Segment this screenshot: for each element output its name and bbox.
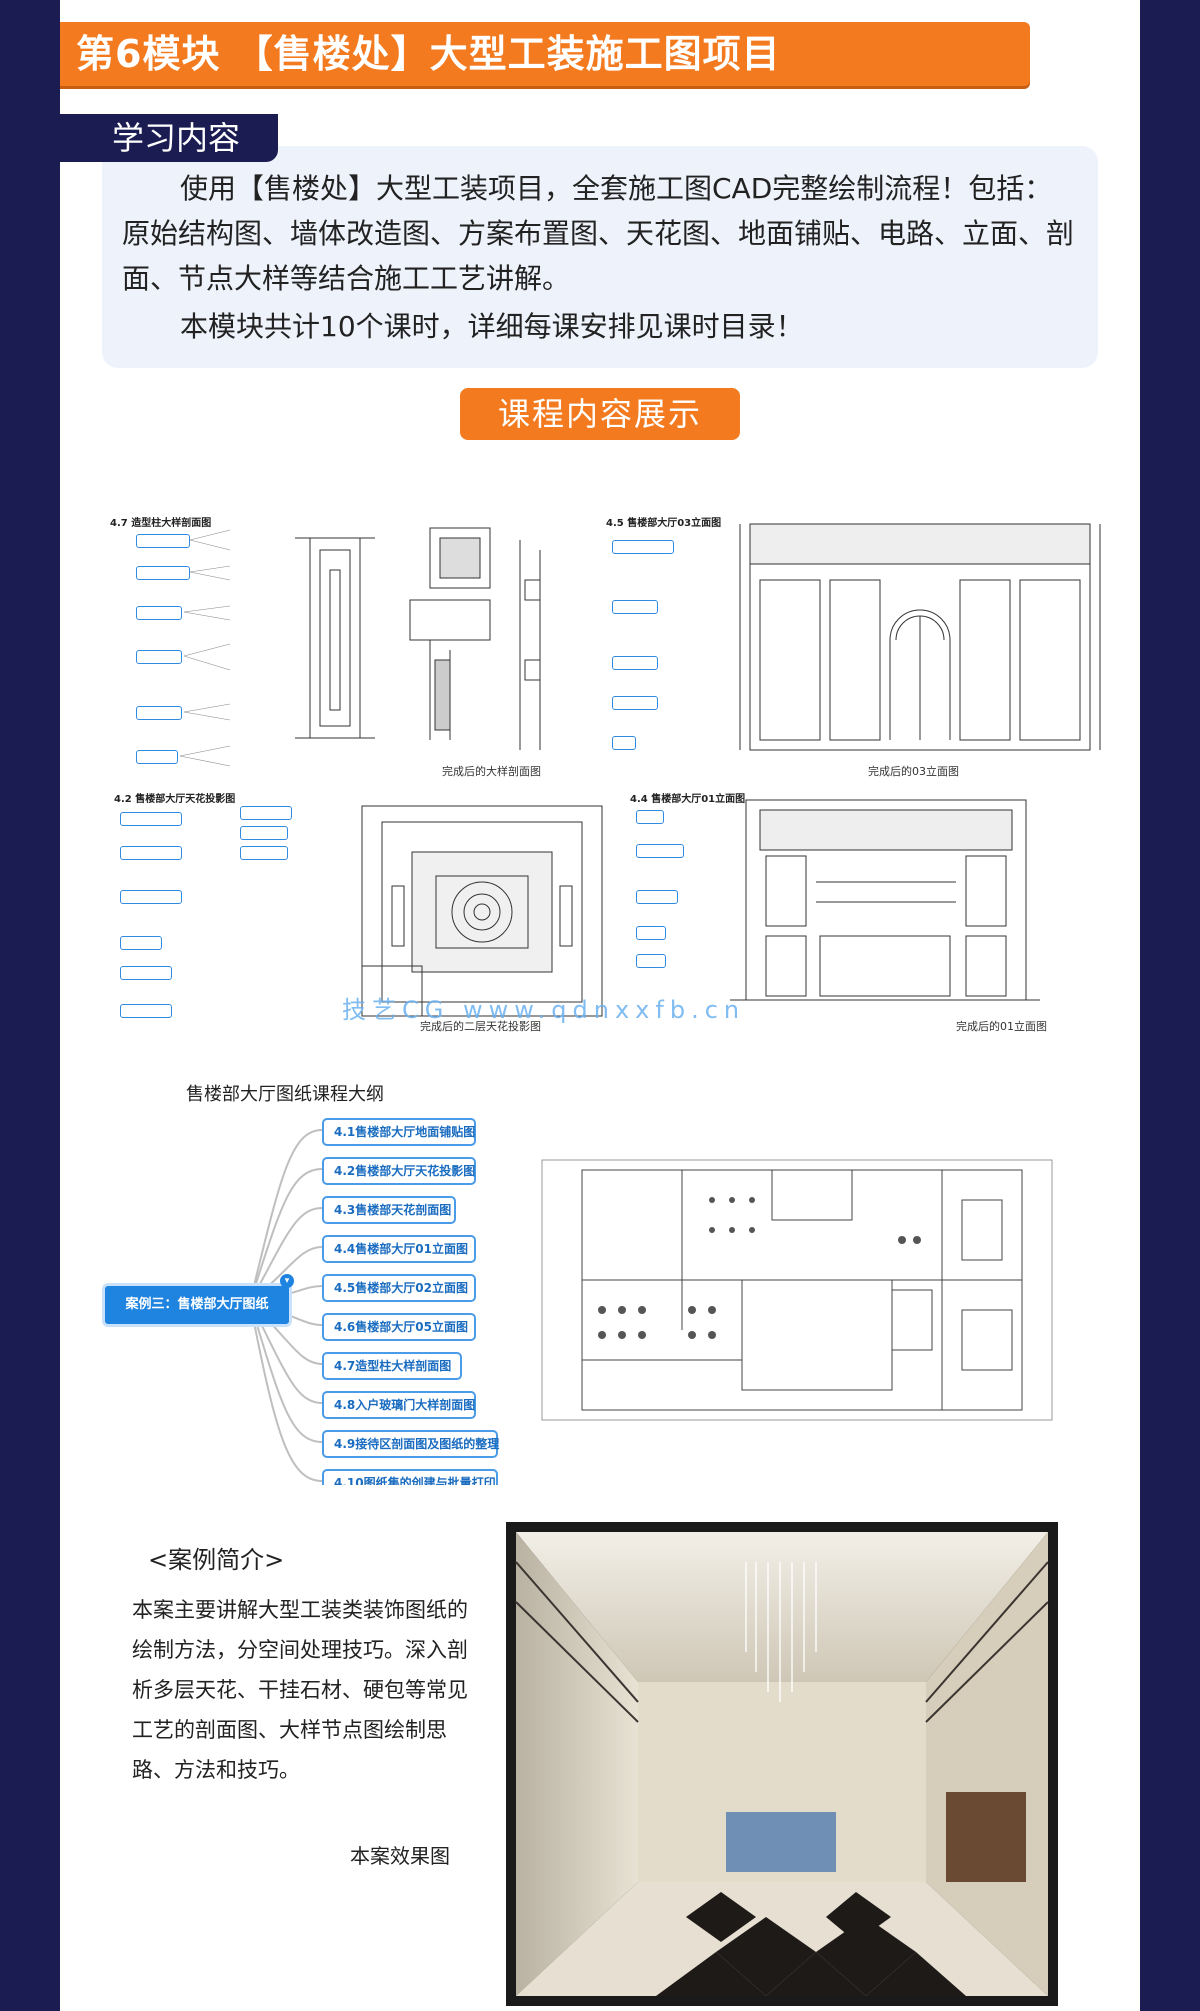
floor-plan-drawing — [541, 1159, 1053, 1421]
drawing-heading: 4.5 售楼部大厅03立面图 — [606, 518, 722, 529]
learning-label: 学习内容 — [112, 119, 241, 157]
showcase-label: 课程内容展示 — [497, 395, 702, 433]
outline-item: 4.4售楼部大厅01立面图 — [322, 1235, 476, 1263]
cad-drawing-ceiling-plan: 4.2 售楼部大厅天花投影图 完成后的二层天花投影图 — [100, 786, 610, 1036]
mindmap-node — [612, 696, 658, 710]
drawing-caption: 完成后的03立面图 — [868, 765, 959, 778]
outline-item: 4.2售楼部大厅天花投影图 — [322, 1157, 476, 1185]
mindmap-node — [636, 926, 666, 940]
cad-drawing-01-elevation: 4.4 售楼部大厅01立面图 完成后的01立面图 — [620, 786, 1120, 1036]
mindmap-node — [612, 656, 658, 670]
mindmap-node — [136, 606, 182, 620]
drawing-caption: 完成后的二层天花投影图 — [420, 1020, 541, 1033]
cad-drawing-03-elevation: 4.5 售楼部大厅03立面图 完成后的03立面图 — [600, 510, 1120, 780]
outline-item: 4.6售楼部大厅05立面图 — [322, 1313, 476, 1341]
case-title: <案例简介> — [148, 1546, 285, 1574]
mindmap-node — [612, 600, 658, 614]
watermark-text: 技艺CG www.qdnxxfb.cn — [342, 996, 746, 1024]
outline-item: 4.9接待区剖面图及图纸的整理 — [322, 1430, 499, 1458]
outline-item: 4.8入户玻璃门大样剖面图 — [322, 1391, 476, 1419]
collapse-icon: ▾ — [280, 1274, 294, 1288]
outline-item: 4.1售楼部大厅地面铺贴图 — [322, 1118, 476, 1146]
elevation-01-drawing — [730, 799, 1040, 1001]
intro-paragraph-2: 本模块共计10个课时，详细每课安排见课时目录！ — [180, 310, 804, 343]
mindmap-node — [136, 750, 178, 764]
intro-paragraph-1: 使用【售楼处】大型工装项目，全套施工图CAD完整绘制流程！包括：原始结构图、墙体… — [122, 172, 1075, 295]
drawing-caption: 完成后的01立面图 — [956, 1020, 1047, 1033]
effect-label: 本案效果图 — [350, 1844, 450, 1868]
mindmap-node — [136, 650, 182, 664]
column-section-drawing — [179, 527, 541, 767]
outline-item: 4.5售楼部大厅02立面图 — [322, 1274, 476, 1302]
cad-drawing-column-section: 4.7 造型柱大样剖面图 — [100, 510, 600, 780]
outline-title: 售楼部大厅图纸课程大纲 — [186, 1084, 384, 1105]
mindmap-node — [136, 534, 190, 548]
mindmap-node — [636, 954, 666, 968]
mindmap-node — [120, 890, 182, 904]
outline-root-label: 案例三：售楼部大厅图纸 — [125, 1297, 269, 1312]
module-banner: 第6模块 【售楼处】大型工装施工图项目 — [60, 22, 1030, 86]
interior-rendering — [515, 1532, 1049, 1996]
outline-item-clip: 4.10图纸集的创建与批量打印 — [322, 1469, 502, 1485]
drawing-heading: 4.2 售楼部大厅天花投影图 — [114, 794, 236, 805]
drawing-heading: 4.4 售楼部大厅01立面图 — [630, 794, 746, 805]
mindmap-node — [136, 566, 190, 580]
mindmap-node — [120, 846, 182, 860]
mindmap-node — [636, 844, 684, 858]
mindmap-node — [240, 846, 288, 860]
drawing-heading: 4.7 造型柱大样剖面图 — [110, 518, 212, 529]
mindmap-node — [120, 812, 182, 826]
showcase-badge: 课程内容展示 — [460, 388, 740, 440]
elevation-03-drawing — [739, 523, 1101, 751]
case-body: 本案主要讲解大型工装类装饰图纸的绘制方法，分空间处理技巧。深入剖析多层天花、干挂… — [132, 1598, 468, 1782]
mindmap-node — [636, 810, 664, 824]
ceiling-plan-drawing — [361, 805, 603, 1017]
page: 第6模块 【售楼处】大型工装施工图项目 使用【售楼处】大型工装项目，全套施工图C… — [60, 0, 1140, 2011]
mindmap-node — [240, 826, 288, 840]
mindmap-node — [120, 936, 162, 950]
mindmap-node — [636, 890, 678, 904]
module-title: 第6模块 【售楼处】大型工装施工图项目 — [76, 32, 781, 76]
intro-box: 使用【售楼处】大型工装项目，全套施工图CAD完整绘制流程！包括：原始结构图、墙体… — [102, 146, 1098, 368]
outline-item: 4.10图纸集的创建与批量打印 — [322, 1469, 498, 1485]
mindmap-node — [240, 806, 292, 820]
rendering-photo — [506, 1522, 1058, 2006]
mindmap-node — [612, 540, 674, 554]
mindmap-node — [120, 966, 172, 980]
outline-item: 4.3售楼部天花剖面图 — [322, 1196, 456, 1224]
outline-item: 4.7造型柱大样剖面图 — [322, 1352, 462, 1380]
drawing-caption: 完成后的大样剖面图 — [442, 765, 541, 778]
mindmap-node — [136, 706, 182, 720]
mindmap-node — [612, 736, 636, 750]
learning-tab: 学习内容 — [60, 114, 278, 162]
mindmap-node — [120, 1004, 172, 1018]
outline-root-node: 案例三：售楼部大厅图纸 — [102, 1283, 292, 1327]
